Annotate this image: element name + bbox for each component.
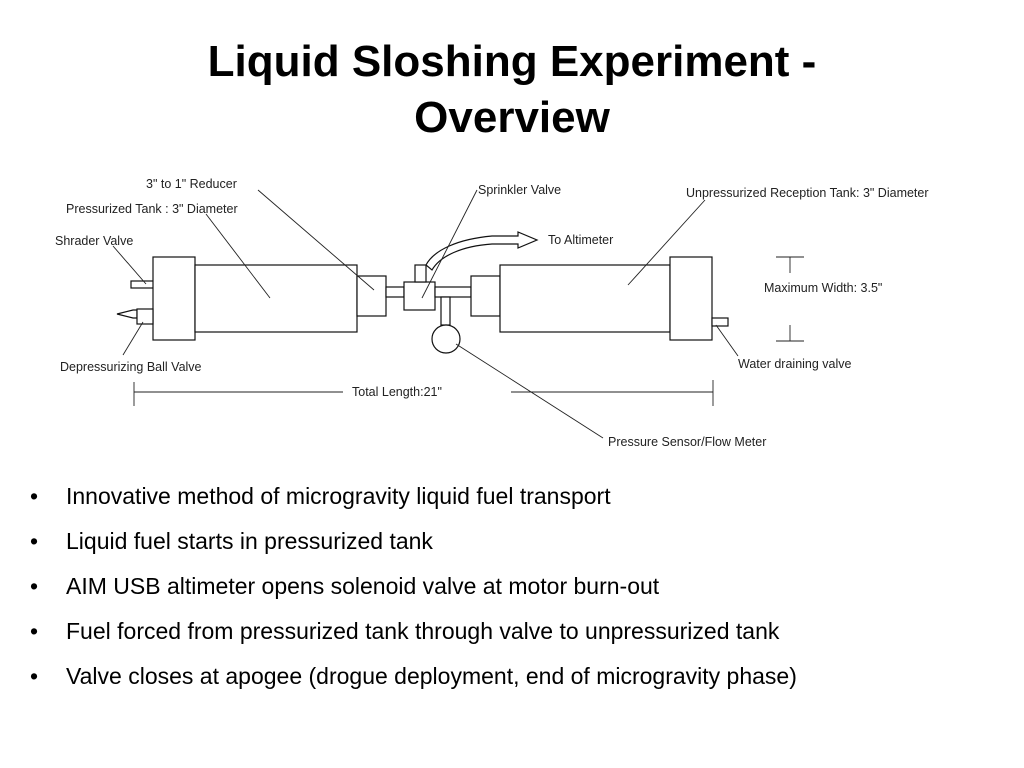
slide-title: Liquid Sloshing Experiment - Overview [0,34,1024,146]
depressurizing-valve-body [136,308,154,325]
left-connector-pipe [385,286,405,298]
bullet-list: • Innovative method of microgravity liqui… [30,474,1000,699]
bullet-marker: • [30,663,39,689]
reception-tank [499,264,671,333]
right-end-cap [669,256,713,341]
leader-pressure-sensor [455,343,604,439]
bullet-marker: • [30,483,39,509]
sloshing-apparatus-diagram: 3" to 1" Reducer Pressurized Tank : 3" D… [55,177,929,449]
leader-reception-tank [627,199,706,286]
sprinkler-valve-stem [414,264,427,283]
title-line-2: Overview [414,93,610,142]
label-max-width: Maximum Width: 3.5" [764,281,882,295]
pressure-sensor [431,324,461,354]
bullet-item: • Liquid fuel starts in pressurized tank [30,519,1000,564]
bullet-marker: • [30,573,39,599]
bullet-item: • Fuel forced from pressurized tank throu… [30,609,1000,654]
right-connector-pipe [434,286,472,298]
altimeter-tube [425,231,539,271]
label-pressure-sensor: Pressure Sensor/Flow Meter [608,435,766,449]
left-reducer [356,275,387,317]
label-sprinkler-valve: Sprinkler Valve [478,183,561,197]
label-total-length: Total Length:21" [352,385,442,399]
label-to-altimeter: To Altimeter [548,233,613,247]
bullet-text: Fuel forced from pressurized tank throug… [66,618,780,644]
pressurized-tank [194,264,358,333]
label-reducer: 3" to 1" Reducer [146,177,237,191]
leader-water-draining-valve [715,324,739,357]
shrader-valve-stem [130,280,156,289]
title-line-1: Liquid Sloshing Experiment - [207,37,817,86]
label-depressurizing-valve: Depressurizing Ball Valve [60,360,202,374]
water-draining-valve [711,317,729,327]
leader-sprinkler-valve [421,189,478,299]
bullet-text: Liquid fuel starts in pressurized tank [66,528,433,554]
bullet-marker: • [30,618,39,644]
sensor-stem [440,296,451,326]
bullet-item: • AIM USB altimeter opens solenoid valve … [30,564,1000,609]
sprinkler-valve [403,281,436,311]
bullet-text: Innovative method of microgravity liquid… [66,483,611,509]
leader-shrader-valve [112,245,147,285]
bullet-item: • Valve closes at apogee (drogue deployme… [30,654,1000,699]
leader-pressurized-tank [205,213,271,299]
bullet-marker: • [30,528,39,554]
bullet-text: Valve closes at apogee (drogue deploymen… [66,663,797,689]
label-pressurized-tank: Pressurized Tank : 3" Diameter [66,202,238,216]
label-water-draining-valve: Water draining valve [738,357,852,371]
label-reception-tank: Unpressurized Reception Tank: 3" Diamete… [686,186,929,200]
leader-reducer [257,189,375,291]
label-shrader-valve: Shrader Valve [55,234,133,248]
leader-depressurizing-valve [122,321,144,356]
right-reducer [470,275,501,317]
left-end-cap [152,256,196,341]
depressurizing-ball-valve [116,309,138,319]
bullet-text: AIM USB altimeter opens solenoid valve a… [66,573,660,599]
bullet-item: • Innovative method of microgravity liqui… [30,474,1000,519]
